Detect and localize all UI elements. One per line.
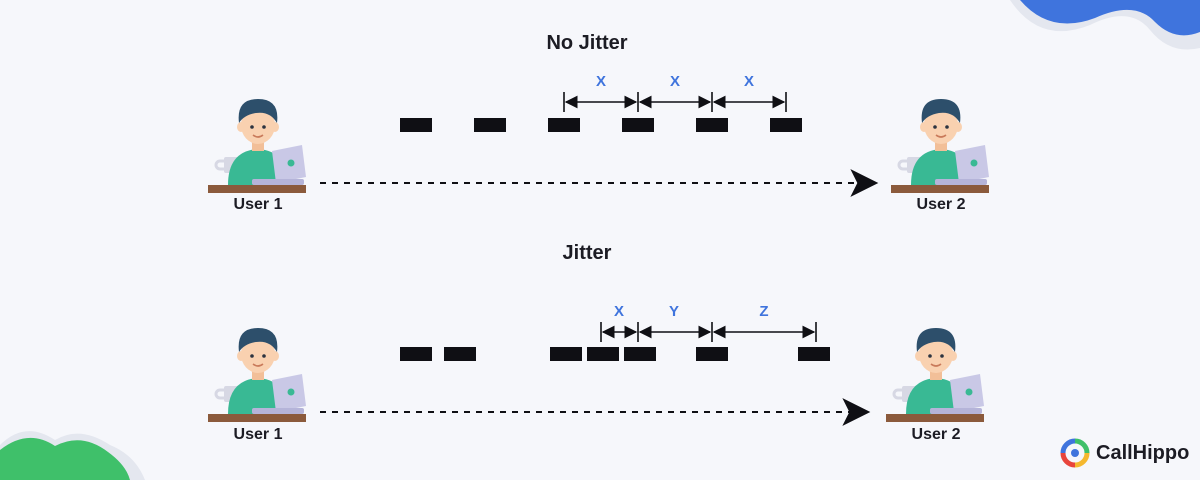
brand-name: CallHippo bbox=[1096, 441, 1190, 464]
section-title-jitter: Jitter bbox=[562, 242, 612, 264]
interval-label: X bbox=[669, 73, 681, 90]
packet bbox=[624, 347, 656, 361]
brand-logo: CallHippo bbox=[1060, 438, 1189, 468]
interval-label: X bbox=[595, 73, 607, 90]
packet bbox=[587, 347, 619, 361]
interval-markers bbox=[600, 322, 817, 342]
top-right-blob bbox=[1010, 0, 1200, 50]
user-1-illustration bbox=[206, 97, 308, 195]
packet bbox=[400, 347, 432, 361]
packet bbox=[770, 118, 802, 132]
user-1-illustration bbox=[206, 326, 308, 424]
packet bbox=[696, 118, 728, 132]
packet bbox=[696, 347, 728, 361]
receiver-label: User 2 bbox=[911, 426, 961, 443]
packet bbox=[550, 347, 582, 361]
interval-label: Z bbox=[759, 303, 769, 320]
user-2-illustration bbox=[889, 97, 991, 195]
callhippo-logo-icon bbox=[1060, 438, 1090, 468]
packet bbox=[400, 118, 432, 132]
packet bbox=[622, 118, 654, 132]
bottom-left-blob bbox=[0, 431, 145, 480]
section-title-no-jitter: No Jitter bbox=[546, 32, 628, 54]
receiver-label: User 2 bbox=[916, 196, 966, 213]
interval-markers bbox=[563, 92, 787, 112]
packet bbox=[474, 118, 506, 132]
packet bbox=[798, 347, 830, 361]
interval-label: X bbox=[743, 73, 755, 90]
user-2-illustration bbox=[884, 326, 986, 424]
sender-label: User 1 bbox=[233, 196, 283, 213]
sender-label: User 1 bbox=[233, 426, 283, 443]
packet bbox=[548, 118, 580, 132]
interval-label: X bbox=[613, 303, 625, 320]
section-no-jitter bbox=[206, 92, 991, 197]
packet bbox=[444, 347, 476, 361]
interval-label: Y bbox=[668, 303, 680, 320]
section-jitter bbox=[206, 322, 986, 426]
